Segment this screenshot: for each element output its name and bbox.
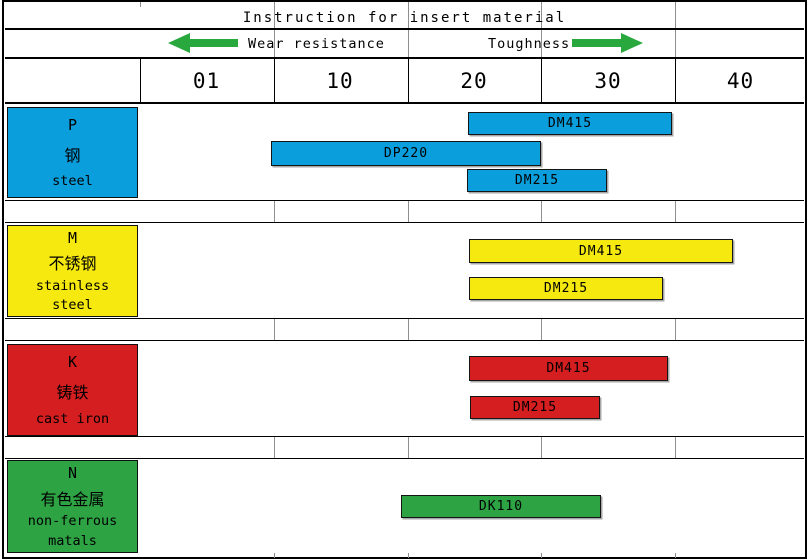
column-tick-top [273, 2, 275, 7]
bar-P-DP220: DP220 [271, 141, 541, 166]
arrow-left-shaft [188, 39, 238, 47]
column-gridline-legend [273, 7, 275, 58]
material-name-cn-K: 铸铁 [56, 383, 89, 402]
wear-resistance-label: Wear resistance [248, 35, 385, 52]
toughness-label: Toughness [488, 35, 571, 52]
column-gridline [675, 200, 677, 222]
section-divider-line [5, 436, 804, 437]
material-box-K: K 铸铁 cast iron [7, 344, 138, 436]
material-name-en-K-0: cast iron [35, 411, 110, 427]
section-divider-line [5, 103, 804, 104]
section-divider-line [5, 340, 804, 341]
column-gridline [273, 436, 275, 458]
axis-column-line [675, 58, 677, 103]
axis-tick-10: 10 [326, 68, 354, 93]
material-name-cn-M: 不锈钢 [48, 254, 97, 274]
bar-M-DM215: DM215 [469, 277, 663, 300]
column-gridline [407, 200, 409, 222]
section-divider-line [5, 58, 804, 59]
material-code-N: N [67, 464, 78, 483]
bar-K-DM415: DM415 [469, 356, 668, 381]
column-gridline [407, 436, 409, 458]
material-box-N: N 有色金属 non-ferrous matals [7, 460, 138, 553]
column-gridline [541, 200, 543, 222]
column-gridline [407, 318, 409, 340]
section-divider-line [5, 318, 804, 319]
axis-column-line [140, 58, 141, 103]
axis-tick-40: 40 [726, 68, 755, 93]
toughness-arrow-icon [572, 33, 643, 53]
column-gridline [541, 318, 543, 340]
arrow-right-head [621, 33, 643, 53]
chart-title: Instruction for insert material [242, 9, 567, 26]
axis-tick-20: 20 [460, 68, 488, 93]
material-name-en-M-1: steel [52, 296, 93, 313]
section-divider-line [5, 29, 804, 30]
section-divider-line [5, 200, 804, 201]
bar-P-DM215: DM215 [467, 169, 607, 192]
column-gridline [407, 553, 409, 558]
axis-header-row: 01 10 20 30 40 [5, 58, 804, 103]
material-name-en-N-0: non-ferrous [27, 513, 118, 530]
column-gridline-legend [541, 7, 543, 58]
column-tick-top [541, 2, 543, 7]
column-tick-top [140, 2, 141, 7]
axis-tick-01: 01 [192, 68, 221, 93]
bar-P-DM415: DM415 [468, 112, 672, 135]
material-name-en-P-0: steel [52, 173, 93, 190]
axis-column-line [541, 58, 543, 103]
column-tick-top [675, 2, 677, 7]
column-tick-top [407, 2, 409, 7]
column-gridline [675, 553, 677, 558]
material-code-P: P [67, 115, 78, 134]
column-gridline [273, 318, 275, 340]
material-name-cn-N: 有色金属 [40, 489, 105, 509]
column-gridline [273, 553, 275, 558]
section-divider-line [5, 458, 804, 459]
material-name-cn-P: 钢 [64, 145, 81, 165]
material-name-en-N-1: matals [48, 532, 97, 549]
column-gridline-legend [407, 7, 409, 58]
column-gridline [541, 436, 543, 458]
title-row: Instruction for insert material [5, 7, 804, 29]
column-gridline [675, 318, 677, 340]
arrow-left-head [168, 33, 190, 53]
column-gridline [675, 436, 677, 458]
axis-column-line [407, 58, 409, 103]
axis-tick-30: 30 [594, 68, 622, 93]
material-code-M: M [67, 229, 78, 248]
arrow-right-shaft [572, 39, 622, 47]
axis-column-line [273, 58, 275, 103]
bar-K-DM215: DM215 [470, 396, 600, 419]
bar-M-DM415: DM415 [469, 239, 733, 263]
column-gridline [273, 200, 275, 222]
section-divider-line [5, 222, 804, 223]
bar-N-DK110: DK110 [401, 495, 601, 518]
material-code-K: K [67, 353, 78, 371]
column-gridline-legend [675, 7, 677, 58]
direction-legend-row: Wear resistance Toughness [5, 29, 804, 58]
material-box-M: M 不锈钢 stainless steel [7, 225, 138, 317]
column-gridline [541, 553, 543, 558]
material-name-en-M-0: stainless [35, 277, 110, 294]
wear-resistance-arrow-icon [168, 33, 238, 53]
